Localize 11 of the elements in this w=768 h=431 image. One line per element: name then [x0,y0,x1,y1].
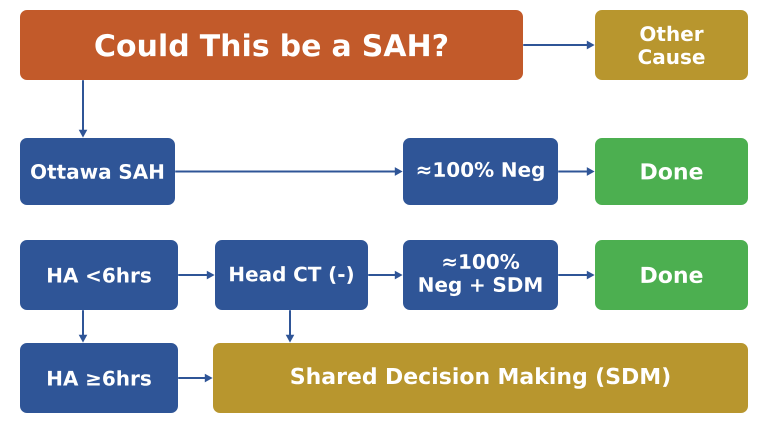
process-box: ≈100% Neg + SDM [403,240,558,310]
process-box: HA ≥6hrs [20,343,178,413]
outcome-box: Shared Decision Making (SDM) [213,343,748,413]
outcome-box: Other Cause [595,10,748,80]
process-box: Ottawa SAH [20,138,175,205]
outcome-box: Done [595,240,748,310]
process-box: Head CT (-) [215,240,368,310]
outcome-box: Done [595,138,748,205]
question-box: Could This be a SAH? [20,10,523,80]
process-box: HA <6hrs [20,240,178,310]
process-box: ≈100% Neg [403,138,558,205]
